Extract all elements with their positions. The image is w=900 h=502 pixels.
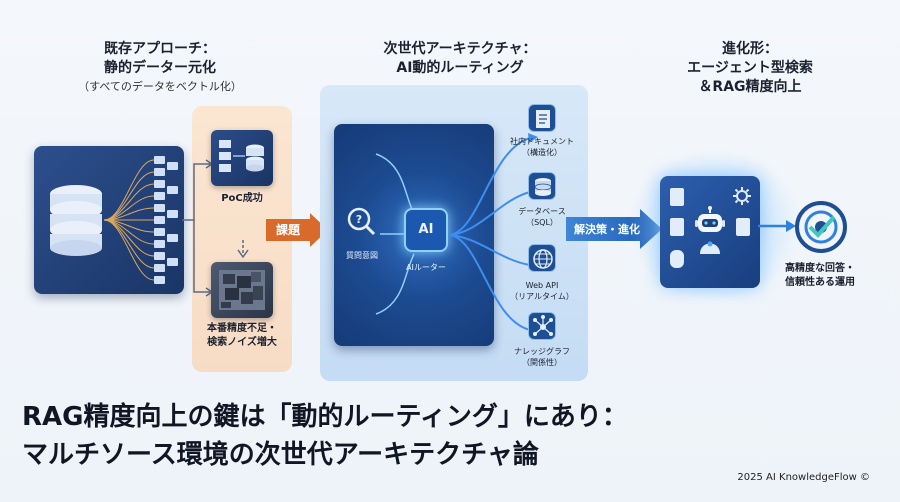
result-label-line1: 高精度な回答・ — [785, 263, 855, 274]
vector-chunk — [167, 186, 178, 194]
noise-blocks-icon — [219, 270, 265, 310]
vector-chunk — [154, 216, 165, 224]
static-database-panel — [34, 146, 184, 294]
robot-agent-icon — [695, 206, 725, 254]
degradation-arrow — [237, 240, 249, 259]
vector-chunk — [154, 228, 165, 236]
source-knowledge-graph-line1: ナレッジグラフ — [514, 347, 570, 356]
vector-chunk — [154, 204, 165, 212]
copyright-notice: 2025 AI KnowledgeFlow © — [737, 472, 870, 483]
gear-icon — [733, 187, 751, 205]
center-heading-line2: AI動的ルーティング — [396, 60, 524, 76]
main-title-line2: マルチソース環境の次世代アーキテクチャ論 — [22, 440, 539, 470]
result-label: 高精度な回答・ 信頼性ある運用 — [760, 262, 880, 290]
routing-flow-lines — [450, 133, 538, 335]
right-heading-line2: エージェント型検索 — [687, 60, 813, 76]
ai-router-label: AIルーター — [406, 263, 446, 272]
main-title-line1: RAG精度向上の鍵は「動的ルーティング」にあり： — [22, 402, 628, 432]
document-icon — [670, 218, 684, 236]
vector-chunk — [167, 234, 178, 242]
database-mini-icon — [670, 250, 684, 268]
knowledge-graph-icon — [528, 312, 556, 340]
source-knowledge-graph: ナレッジグラフ （関係性） — [497, 346, 587, 368]
source-web-api-line1: Web API — [525, 281, 559, 290]
left-heading-line3: （すべてのデータをベクトル化） — [78, 80, 242, 93]
poc-success-label: PoC成功 — [221, 193, 263, 204]
source-database: データベース （SQL） — [497, 206, 587, 228]
internal-document-icon — [528, 104, 556, 132]
poc-flow-icon — [219, 140, 264, 172]
query-intent-icon: ? — [347, 207, 376, 236]
right-heading: 進化形： エージェント型検索 ＆RAG精度向上 — [650, 40, 850, 97]
target-check-icon — [795, 201, 847, 253]
main-title: RAG精度向上の鍵は「動的ルーティング」にあり： マルチソース環境の次世代アーキ… — [22, 398, 628, 474]
agent-search-card — [660, 176, 760, 288]
center-heading-line1: 次世代アーキテクチャ： — [383, 41, 537, 57]
left-heading-line1: 既存アプローチ： — [104, 41, 216, 57]
result-arrow — [758, 220, 796, 232]
document-icon — [736, 218, 750, 236]
vector-chunk — [154, 264, 165, 272]
vector-chunk — [167, 210, 178, 218]
document-icon — [670, 188, 684, 206]
production-issue-line2: 検索ノイズ増大 — [207, 337, 277, 348]
source-knowledge-graph-line2: （関係性） — [522, 358, 562, 367]
database-source-icon — [528, 172, 556, 200]
solution-arrow-label: 解決策・進化 — [574, 223, 640, 236]
globe-icon — [528, 244, 556, 272]
svg-text:?: ? — [356, 213, 362, 226]
query-intent-label: 質問意図 — [346, 251, 378, 260]
noisy-production-card — [211, 262, 273, 318]
result-label-line2: 信頼性ある運用 — [785, 277, 855, 288]
production-issue-line1: 本番精度不足・ — [207, 323, 277, 334]
source-web-api-line2: （リアルタイム） — [510, 292, 574, 301]
database-icon — [50, 185, 102, 256]
source-web-api: Web API （リアルタイム） — [497, 280, 587, 302]
incoming-flow-lines — [375, 153, 415, 315]
ai-router-card: ? 質問意図 AI AIルーター — [334, 124, 494, 346]
issue-arrow-label: 課題 — [276, 223, 301, 237]
source-database-line2: （SQL） — [526, 218, 558, 227]
poc-success-card — [211, 130, 273, 186]
source-internal-documents-line2: （構造化） — [522, 148, 562, 157]
issue-arrow: 課題 — [266, 213, 328, 247]
vector-chunk — [154, 168, 165, 176]
source-internal-documents-line1: 社内ドキュメント — [510, 137, 574, 146]
ai-chip: AI — [404, 208, 448, 252]
vector-chunk — [167, 162, 178, 170]
vector-chunk — [154, 156, 165, 164]
vector-chunk — [154, 240, 165, 248]
production-issue-label: 本番精度不足・ 検索ノイズ増大 — [196, 322, 288, 350]
left-heading-line2: 静的データー元化 — [104, 60, 216, 76]
vector-chunks-column — [154, 156, 178, 286]
source-database-line1: データベース — [518, 207, 566, 216]
vector-chunk — [167, 258, 178, 266]
right-heading-line3: ＆RAG精度向上 — [698, 79, 802, 95]
vector-chunk — [154, 180, 165, 188]
ai-chip-text: AI — [418, 222, 434, 237]
center-heading: 次世代アーキテクチャ： AI動的ルーティング — [350, 40, 570, 78]
vector-fanout-lines — [104, 159, 155, 281]
vector-chunk — [154, 192, 165, 200]
source-internal-documents: 社内ドキュメント （構造化） — [497, 136, 587, 158]
vector-chunk — [154, 252, 165, 260]
left-heading: 既存アプローチ： 静的データー元化 （すべてのデータをベクトル化） — [60, 40, 260, 95]
vector-chunk — [154, 276, 165, 284]
right-heading-line1: 進化形： — [722, 41, 778, 57]
